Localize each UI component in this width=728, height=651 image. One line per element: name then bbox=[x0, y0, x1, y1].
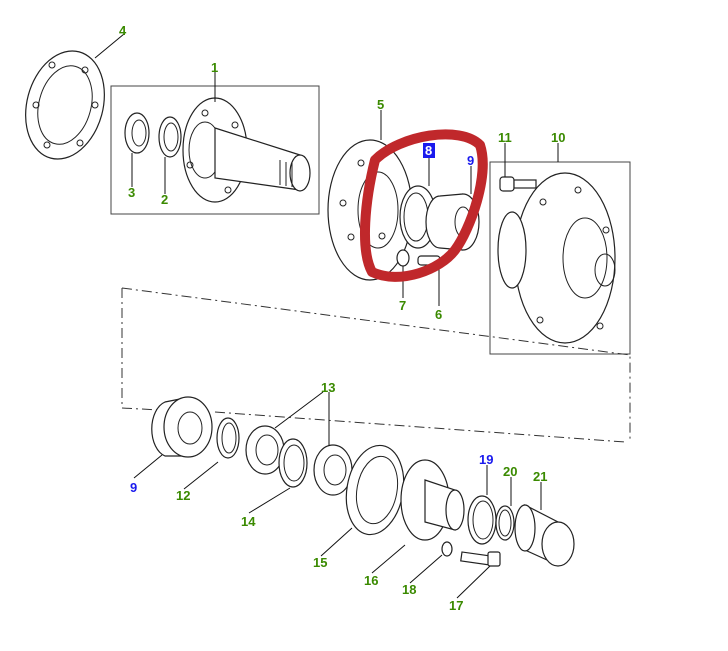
callout-21[interactable]: 21 bbox=[533, 469, 547, 484]
nut-part-13-b[interactable] bbox=[313, 444, 353, 496]
seal-part-3[interactable] bbox=[124, 112, 150, 154]
callout-7[interactable]: 7 bbox=[399, 298, 406, 313]
hub-cap-part-21[interactable] bbox=[514, 504, 575, 567]
hub-part-10[interactable] bbox=[497, 172, 616, 344]
callout-4[interactable]: 4 bbox=[119, 23, 127, 38]
spacer-part-2[interactable] bbox=[158, 116, 182, 158]
callout-20[interactable]: 20 bbox=[503, 464, 517, 479]
callout-13[interactable]: 13 bbox=[321, 380, 335, 395]
shim-part-19[interactable] bbox=[467, 495, 497, 545]
bearing-part-9-lower[interactable] bbox=[151, 396, 213, 458]
callout-5[interactable]: 5 bbox=[377, 97, 384, 112]
bolt-part-11[interactable] bbox=[499, 176, 537, 192]
circlip-part-20[interactable] bbox=[495, 505, 515, 541]
callout-18[interactable]: 18 bbox=[402, 582, 416, 597]
bolt-part-17[interactable] bbox=[460, 551, 501, 567]
washer-part-18[interactable] bbox=[441, 541, 453, 557]
callout-11[interactable]: 11 bbox=[498, 130, 512, 145]
assembly-guide-line-top bbox=[121, 287, 631, 440]
leader-lines bbox=[94, 33, 559, 599]
callout-1[interactable]: 1 bbox=[211, 60, 218, 75]
callout-3[interactable]: 3 bbox=[128, 185, 135, 200]
callout-2[interactable]: 2 bbox=[161, 192, 168, 207]
gasket-part-15[interactable] bbox=[340, 441, 411, 539]
lock-washer-part-14[interactable] bbox=[278, 438, 308, 488]
callout-14[interactable]: 14 bbox=[241, 514, 256, 529]
callout-15[interactable]: 15 bbox=[313, 555, 327, 570]
callout-10[interactable]: 10 bbox=[551, 130, 565, 145]
nut-part-13-a[interactable] bbox=[245, 425, 285, 475]
callout-16[interactable]: 16 bbox=[364, 573, 378, 588]
callout-9-upper[interactable]: 9 bbox=[467, 153, 474, 168]
assembly-guide-line-bottom bbox=[214, 411, 626, 443]
callout-19[interactable]: 19 bbox=[479, 452, 493, 467]
callout-17[interactable]: 17 bbox=[449, 598, 463, 613]
callout-9-lower[interactable]: 9 bbox=[130, 480, 137, 495]
drive-flange-part-16[interactable] bbox=[400, 459, 465, 541]
gasket-part-4[interactable] bbox=[14, 42, 116, 168]
callout-6[interactable]: 6 bbox=[435, 307, 442, 322]
callout-8-highlight bbox=[423, 143, 435, 158]
assembly-guide-line-left bbox=[121, 288, 161, 411]
red-highlight-circle bbox=[360, 129, 488, 282]
lock-ring-part-12[interactable] bbox=[216, 417, 240, 459]
hub-group-box bbox=[489, 161, 631, 355]
callout-8[interactable]: 8 bbox=[425, 143, 432, 158]
stub-axle-part-1[interactable] bbox=[182, 97, 311, 203]
washer-part-7[interactable] bbox=[396, 249, 410, 267]
callout-12[interactable]: 12 bbox=[176, 488, 190, 503]
